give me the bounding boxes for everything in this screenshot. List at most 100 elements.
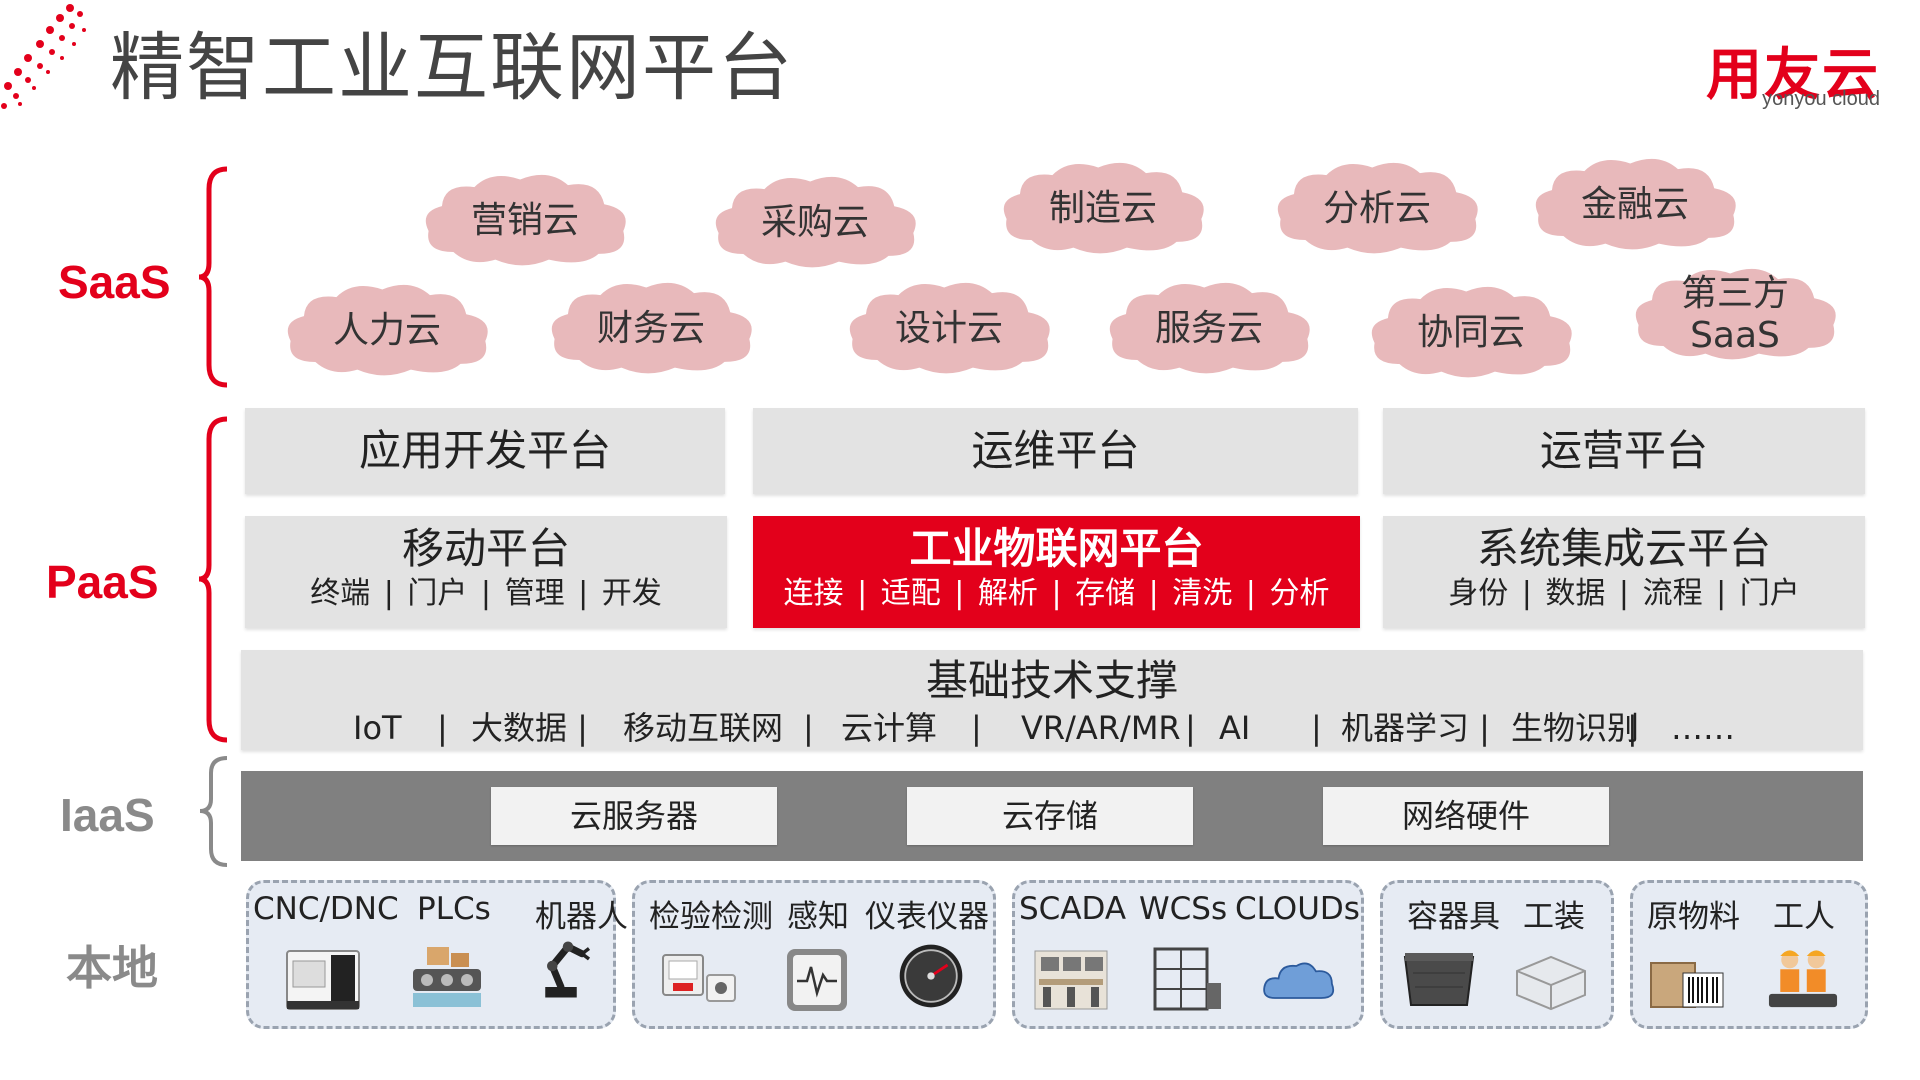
- cloud-collaboration-label: 协同云: [1416, 311, 1525, 353]
- local-label-wcss: WCSs: [1139, 891, 1228, 927]
- local-label-workers: 工人: [1773, 899, 1835, 935]
- tech-support-items: IoT|大数据 |移动互联网|云计算|VR/AR/MR|AI|机器学习 |生物识…: [241, 706, 1863, 750]
- materials-icon: [1650, 962, 1724, 1008]
- ops-platform: 运维平台: [753, 408, 1358, 494]
- saas-brace: [198, 166, 228, 388]
- scada-icon: [1034, 950, 1108, 1010]
- local-label-instruments: 仪表仪器: [865, 899, 989, 935]
- local-label-plcs: PLCs: [417, 891, 491, 927]
- integration-platform-title: 系统集成云平台: [1476, 524, 1771, 573]
- plc-icon: [413, 947, 481, 1007]
- operation-platform-label: 运营平台: [1539, 426, 1708, 475]
- layer-label-paas: PaaS: [46, 556, 159, 608]
- cloud-procurement: 采购云: [700, 170, 930, 275]
- cloud-hr: 人力云: [272, 278, 502, 383]
- tech-item: IoT: [353, 709, 402, 747]
- tech-item: 云计算: [841, 709, 938, 747]
- tech-item: AI: [1219, 709, 1251, 747]
- tech-separator: |: [971, 709, 982, 747]
- cloud-analytics-label: 分析云: [1322, 187, 1431, 229]
- local-label-inspection: 检验检测: [649, 899, 773, 935]
- iaas-bar: 云服务器 云存储 网络硬件: [241, 771, 1863, 861]
- cloud-finance-service: 金融云: [1520, 152, 1750, 257]
- cloud-service: 服务云: [1094, 276, 1324, 381]
- mobile-platform-subtitle: 终端 | 门户 | 管理 | 开发: [310, 576, 662, 611]
- cloud-third-party-saas-label: 第三方 SaaS: [1680, 273, 1789, 356]
- iot-platform-subtitle: 连接 | 适配 | 解析 | 存储 | 清洗 | 分析: [783, 576, 1330, 611]
- cloud-icon: [1263, 962, 1335, 999]
- layer-label-saas: SaaS: [58, 256, 171, 308]
- operation-platform: 运营平台: [1383, 408, 1865, 494]
- cloud-design-label: 设计云: [894, 307, 1003, 349]
- fixture-icon: [1516, 955, 1586, 1011]
- cloud-manufacturing-label: 制造云: [1048, 187, 1157, 229]
- cloud-service-label: 服务云: [1154, 307, 1263, 349]
- tech-separator: |: [1311, 709, 1322, 747]
- iaas-network-hardware: 网络硬件: [1323, 787, 1609, 845]
- cloud-marketing: 营销云: [410, 168, 640, 273]
- app-dev-platform: 应用开发平台: [245, 408, 725, 494]
- cloud-accounting: 财务云: [536, 276, 766, 381]
- cloud-marketing-label: 营销云: [470, 199, 579, 241]
- iaas-cloud-server: 云服务器: [491, 787, 777, 845]
- brand-logo-subtitle: yonyou cloud: [1762, 88, 1880, 110]
- local-label-robot: 机器人: [535, 899, 628, 935]
- local-label-cnc: CNC/DNC: [253, 891, 399, 927]
- mobile-platform: 移动平台 终端 | 门户 | 管理 | 开发: [245, 516, 727, 628]
- local-label-materials: 原物料: [1647, 899, 1740, 935]
- cloud-third-party-saas: 第三方 SaaS: [1620, 262, 1850, 367]
- local-label-sensing: 感知: [787, 899, 849, 935]
- iaas-cloud-storage: 云存储: [907, 787, 1193, 845]
- inspection-device-icon: [662, 954, 736, 1002]
- tech-separator: |: [1185, 709, 1196, 747]
- local-group-containers: 容器具 工装: [1380, 880, 1614, 1029]
- tech-item: 生物识别: [1511, 709, 1640, 747]
- iot-platform: 工业物联网平台 连接 | 适配 | 解析 | 存储 | 清洗 | 分析: [753, 516, 1360, 628]
- container-icon: [1403, 953, 1475, 1006]
- decorative-dots: [1, 4, 86, 109]
- tech-separator: |: [803, 709, 814, 747]
- iot-platform-title: 工业物联网平台: [909, 524, 1204, 573]
- page-title: 精智工业互联网平台: [110, 25, 794, 111]
- local-group-inspection: 检验检测 感知 仪表仪器: [632, 880, 996, 1029]
- local-group-systems: SCADA WCSs CLOUDs: [1012, 880, 1364, 1029]
- tech-item: 移动互联网: [623, 709, 784, 747]
- warehouse-rack-icon: [1153, 947, 1221, 1011]
- robot-arm-icon: [545, 941, 591, 998]
- cloud-procurement-label: 采购云: [760, 201, 869, 243]
- cloud-hr-label: 人力云: [332, 309, 441, 351]
- paas-brace: [198, 416, 228, 743]
- cnc-machine-icon: [286, 950, 360, 1010]
- tech-support-title: 基础技术支撑: [925, 656, 1178, 705]
- local-label-containers: 容器具: [1407, 899, 1500, 935]
- cloud-collaboration: 协同云: [1356, 280, 1586, 385]
- cloud-analytics: 分析云: [1262, 156, 1492, 261]
- integration-platform: 系统集成云平台 身份 | 数据 | 流程 | 门户: [1383, 516, 1865, 628]
- cloud-accounting-label: 财务云: [596, 307, 705, 349]
- cloud-finance-service-label: 金融云: [1580, 183, 1689, 225]
- app-dev-platform-label: 应用开发平台: [358, 426, 611, 475]
- integration-platform-subtitle: 身份 | 数据 | 流程 | 门户: [1448, 576, 1800, 611]
- local-label-scada: SCADA: [1019, 891, 1127, 927]
- ops-platform-label: 运维平台: [971, 426, 1140, 475]
- tech-separator: |: [437, 709, 448, 747]
- workers-icon: [1768, 950, 1838, 1008]
- brand-logo: 用友云: [1706, 43, 1880, 108]
- local-group-materials: 原物料 工人: [1630, 880, 1868, 1029]
- tech-item: 机器学习 |: [1341, 709, 1490, 747]
- iaas-brace: [199, 756, 228, 867]
- mobile-platform-title: 移动平台: [401, 524, 570, 573]
- cloud-design: 设计云: [834, 276, 1064, 381]
- local-label-fixtures: 工装: [1523, 899, 1585, 935]
- layer-label-iaas: IaaS: [60, 789, 155, 841]
- local-label-clouds: CLOUDs: [1235, 891, 1360, 927]
- layer-label-local: 本地: [66, 942, 158, 994]
- cloud-manufacturing: 制造云: [988, 156, 1218, 261]
- tech-separator: |: [1627, 709, 1638, 747]
- local-group-machines: CNC/DNC PLCs 机器人: [246, 880, 628, 1029]
- tech-item: ……: [1671, 709, 1735, 747]
- gauge-icon: [899, 944, 963, 1008]
- sensor-icon: [787, 949, 847, 1011]
- tech-item: VR/AR/MR: [1021, 709, 1181, 747]
- tech-item: 大数据 |: [471, 709, 588, 747]
